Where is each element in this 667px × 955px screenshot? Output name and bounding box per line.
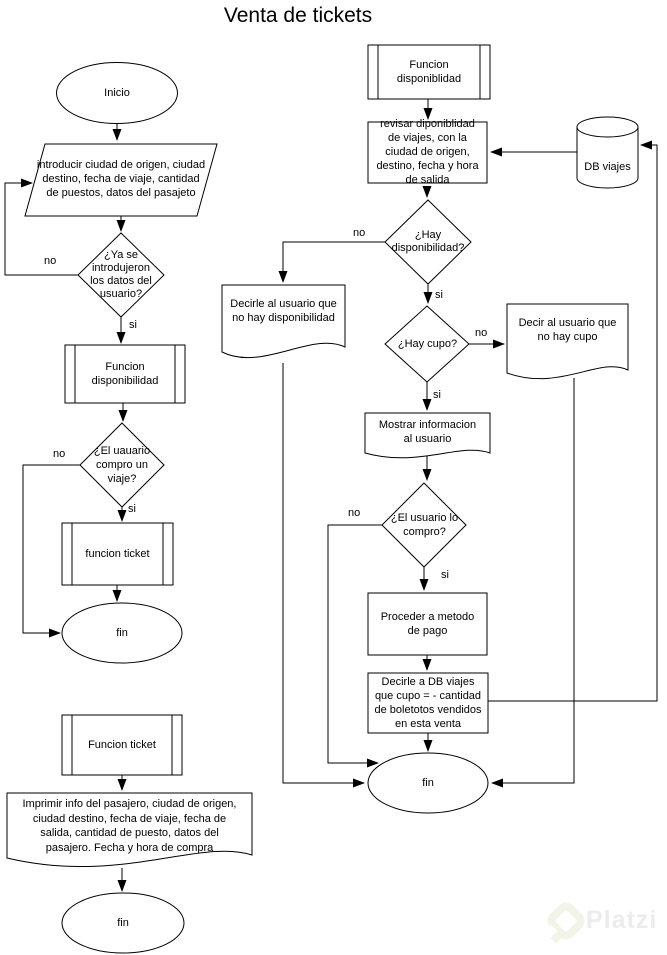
input-parallelogram <box>24 143 218 217</box>
edge-label-no-compro-viaje: no <box>53 448 66 460</box>
platzi-watermark-text: Platzi <box>586 906 658 934</box>
edge-label-si-disponibilidad: si <box>435 289 443 301</box>
actualizar-db-rect <box>367 672 489 734</box>
actualizar-db-label: Decirle a DB viajes que cupo = - cantida… <box>374 676 482 730</box>
edge-label-si-datos: si <box>129 319 137 331</box>
pago-rect <box>367 592 488 656</box>
decision-cupo-label: ¿Hay cupo? <box>397 338 458 350</box>
no-disponibilidad-label: Decirle al usuario que no hay disponibil… <box>230 298 337 324</box>
fin-terminator-disponibilidad <box>367 752 489 814</box>
fin-terminator-ticket <box>61 892 185 954</box>
imprimir-label: Imprimir info del pasajero, ciudad de or… <box>22 798 237 854</box>
edge-nocupo-fin <box>491 378 575 788</box>
decision-disponibilidad-label: ¿Hay disponibilidad? <box>391 229 465 254</box>
edge-decision-datos-no-loop <box>4 178 78 276</box>
fin-disponibilidad-label: fin <box>422 777 434 789</box>
edge-decision-compro-no-fin <box>22 464 80 638</box>
mostrar-label: Mostrar informacion al usuario <box>378 419 477 445</box>
edge-label-no-cupo: no <box>475 327 488 339</box>
edge-actualizar-db <box>488 140 658 702</box>
input-label: introducir ciudad de origen, ciudad dest… <box>36 159 206 199</box>
inicio-label: Inicio <box>104 87 130 99</box>
no-cupo-label: Decir al usuario que no hay cupo <box>518 317 617 343</box>
no-cupo-document <box>506 303 629 380</box>
edge-label-si-compro: si <box>441 569 449 581</box>
funcion-ticket-label: funcion ticket <box>85 548 150 560</box>
fin-main-label: fin <box>116 627 128 639</box>
mostrar-document <box>364 412 491 459</box>
edge-label-no-disponibilidad: no <box>353 227 366 239</box>
edge-label-no-compro: no <box>348 507 361 519</box>
edge-decision-nocompro-fin <box>327 524 382 768</box>
funcion-ticket-title-process <box>61 714 183 776</box>
page-title: Venta de tickets <box>223 4 373 27</box>
funcion-disponibilidad-label: Funcion disponibilidad <box>91 361 159 387</box>
db-viajes-cylinder <box>576 116 639 189</box>
revisar-rect <box>367 121 488 184</box>
imprimir-document <box>6 792 253 868</box>
edge-decision-disp-no <box>278 241 385 283</box>
decision-datos-label: ¿Ya se introdujeron los datos del usuari… <box>90 249 152 300</box>
no-disponibilidad-document <box>221 284 346 359</box>
funcion-disponiblidad-label: Funcion disponiblidad <box>396 59 462 85</box>
decision-compro-label: ¿El usuario lo compro? <box>390 512 459 538</box>
revisar-label: revisar diponiblidad de viajes, con la c… <box>376 118 479 186</box>
edge-label-no-datos: no <box>44 255 57 267</box>
edge-label-si-compro-viaje: si <box>128 503 136 515</box>
edge-nodisp-fin <box>282 363 365 788</box>
db-viajes-label: DB viajes <box>584 161 631 173</box>
edge-label-si-cupo: si <box>433 389 441 401</box>
platzi-logo-icon <box>543 902 585 944</box>
funcion-disponiblidad-process <box>367 44 491 100</box>
inicio-terminator <box>56 62 178 124</box>
decision-compro-viaje-label: ¿El uauario compro un viaje? <box>93 445 151 485</box>
pago-label: Proceder a metodo de pago <box>380 611 475 637</box>
fin-ticket-label: fin <box>117 917 129 929</box>
funcion-ticket-title-label: Funcion ticket <box>88 739 156 751</box>
fin-terminator-main <box>61 602 183 664</box>
funcion-disponibilidad-process <box>64 344 186 404</box>
